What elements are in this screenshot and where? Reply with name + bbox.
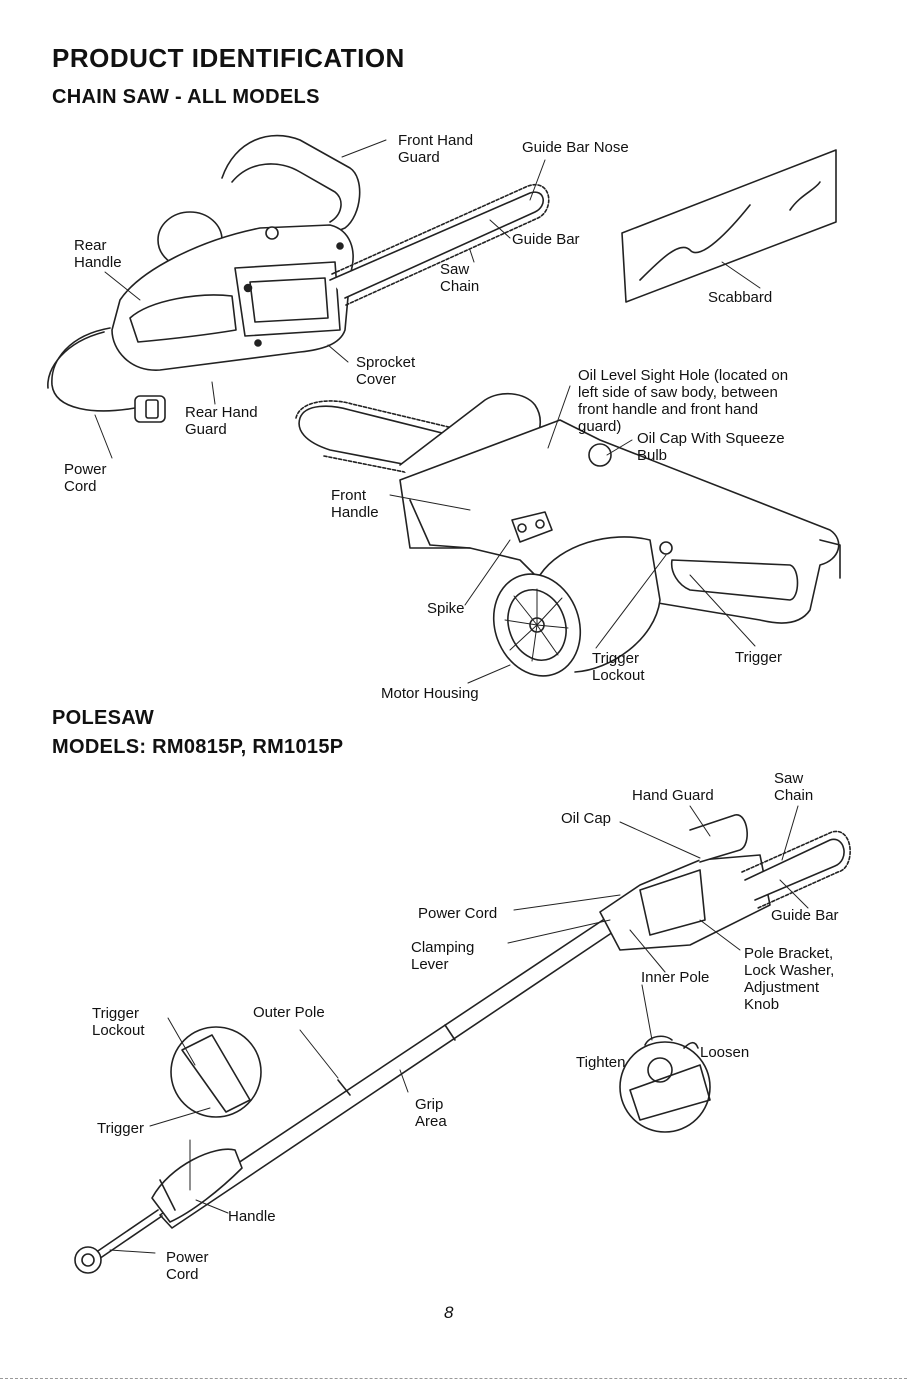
- label-outer-pole: Outer Pole: [253, 1004, 325, 1021]
- label-handle: Handle: [228, 1208, 276, 1225]
- label-spike: Spike: [427, 600, 465, 617]
- label-inner-pole: Inner Pole: [641, 969, 710, 986]
- chainsaw-perspective-view: [295, 392, 841, 677]
- label-guide-bar-nose: Guide Bar Nose: [522, 139, 629, 156]
- label-polesaw-power-cord: Power Cord: [418, 905, 498, 922]
- label-polesaw-oil-cap: Oil Cap: [561, 810, 612, 827]
- label-polesaw-guide-bar: Guide Bar: [771, 907, 839, 924]
- polesaw-leader-lines: [109, 805, 809, 1254]
- label-polesaw-hand-guard: Hand Guard: [632, 787, 714, 804]
- chainsaw-side-view: [47, 134, 550, 423]
- label-tighten: Tighten: [576, 1054, 626, 1071]
- label-trigger: Trigger: [735, 649, 782, 666]
- label-motor-housing: Motor Housing: [381, 685, 479, 702]
- page-number: 8: [444, 1303, 454, 1322]
- label-scabbard: Scabbard: [708, 289, 773, 306]
- label-guide-bar: Guide Bar: [512, 231, 580, 248]
- scabbard: [621, 149, 837, 303]
- polesaw-heading: POLESAW: [52, 707, 155, 729]
- bottom-rule: [0, 1378, 907, 1379]
- chainsaw-leader-lines: [94, 139, 761, 684]
- page-title: PRODUCT IDENTIFICATION: [52, 43, 405, 73]
- label-polesaw-trigger: Trigger: [97, 1120, 144, 1137]
- polesaw-models-heading: MODELS: RM0815P, RM1015P: [52, 736, 344, 758]
- chainsaw-heading: CHAIN SAW - ALL MODELS: [52, 86, 320, 108]
- polesaw-illustration: [74, 814, 851, 1274]
- label-loosen: Loosen: [700, 1044, 750, 1061]
